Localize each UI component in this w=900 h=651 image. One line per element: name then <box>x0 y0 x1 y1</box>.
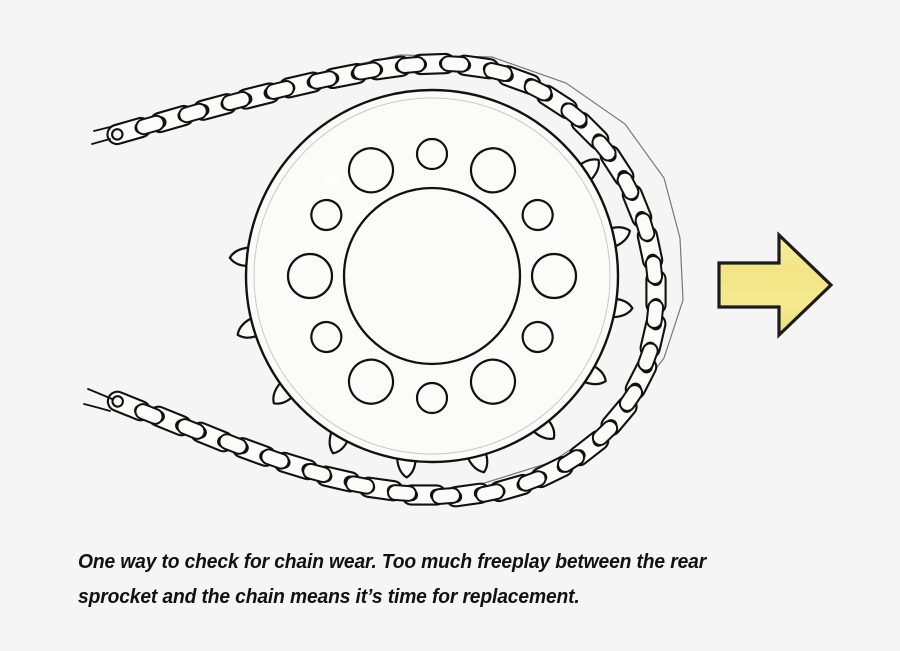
sprocket-hole-small <box>310 320 343 354</box>
sprocket-hole-small <box>310 198 343 232</box>
figure-caption: One way to check for chain wear. Too muc… <box>78 544 838 614</box>
chain-roller <box>439 54 471 74</box>
chain-tail-upper <box>91 126 111 145</box>
direction-arrow <box>717 231 834 339</box>
sprocket-hole-large <box>347 358 395 405</box>
sprocket-hole-small <box>415 137 449 171</box>
sprocket-highlight-speck <box>325 177 339 185</box>
chain-roller <box>644 254 664 286</box>
caption-line-2: sprocket and the chain means it’s time f… <box>78 585 580 608</box>
sprocket-hole-large <box>286 252 334 300</box>
arrow-shape <box>717 231 834 339</box>
drive-chain <box>83 52 684 509</box>
sprocket-hole-small <box>521 320 554 354</box>
sprocket-rim-line <box>253 97 611 455</box>
sprocket-hole-small <box>521 198 554 232</box>
sprocket-hole-large <box>530 252 578 300</box>
chain-roller <box>386 483 418 503</box>
sprocket-lightening-holes <box>286 137 578 415</box>
chain-tail-lower <box>83 388 113 412</box>
chain-roller <box>645 298 665 330</box>
sprocket-hole-large <box>469 358 517 405</box>
chain-roller <box>395 55 427 75</box>
rear-sprocket <box>228 88 634 479</box>
sprocket-hole-small <box>415 381 449 415</box>
caption-line-1: One way to check for chain wear. Too muc… <box>78 550 707 573</box>
sprocket-hub-bore <box>342 186 522 366</box>
sprocket-hole-large <box>347 147 395 194</box>
sprocket-hole-large <box>469 147 517 194</box>
chain-roller <box>430 486 462 506</box>
